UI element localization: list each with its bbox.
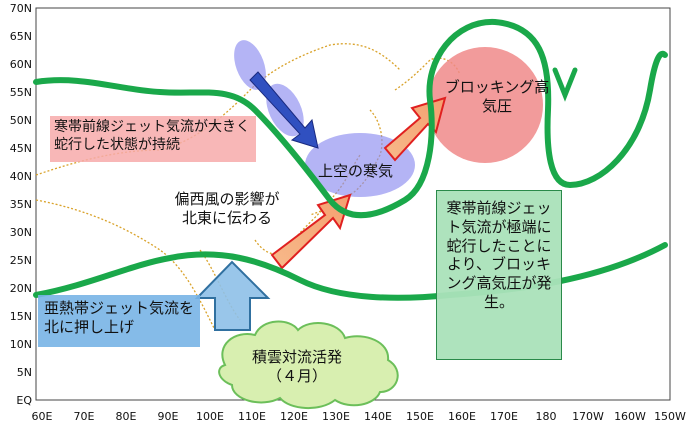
lon-tick: 90E xyxy=(158,410,179,423)
cold-advection-arrow xyxy=(249,71,319,149)
lat-tick: 5N xyxy=(17,366,32,379)
lon-tick: 80E xyxy=(116,410,137,423)
subtropical-jet-label: 亜熱帯ジェット気流を北に押し上げ xyxy=(38,295,200,347)
lat-tick: 55N xyxy=(10,86,32,99)
lon-tick: 110E xyxy=(238,410,266,423)
lon-tick: 170W xyxy=(572,410,604,423)
lon-tick: 160W xyxy=(614,410,646,423)
lat-tick: 15N xyxy=(10,310,32,323)
lon-tick: 60E xyxy=(32,410,53,423)
lat-tick: 45N xyxy=(10,142,32,155)
lon-tick: 160E xyxy=(448,410,476,423)
convection-label: 積雲対流活発（４月） xyxy=(251,348,342,385)
lat-tick: 40N xyxy=(10,170,32,183)
blocking-high-area xyxy=(427,47,543,163)
longitude-axis: 60E 70E 80E 90E 100E 110E 120E 130E 140E… xyxy=(32,410,687,423)
lat-tick: 70N xyxy=(10,2,32,15)
lat-tick: 50N xyxy=(10,114,32,127)
lon-tick: 120E xyxy=(280,410,308,423)
upper-cold-air-label: 上空の寒気 xyxy=(318,162,394,180)
cause-explanation-box: 寒帯前線ジェット気流が極端に蛇行したことにより、ブロッキング高気圧が発生。 xyxy=(436,190,562,360)
latitude-axis: 70N 65N 60N 55N 50N 45N 40N 35N 30N 25N … xyxy=(10,2,33,407)
lat-tick: 35N xyxy=(10,198,32,211)
jet-stream-tail xyxy=(552,67,578,102)
lat-tick: EQ xyxy=(16,394,32,407)
lat-tick: 30N xyxy=(10,226,32,239)
blocking-high-label: ブロッキング高気圧 xyxy=(444,78,550,115)
westerly-influence-label: 偏西風の影響が北東に伝わる xyxy=(174,190,280,227)
lat-tick: 25N xyxy=(10,254,32,267)
lon-tick: 170E xyxy=(490,410,518,423)
lon-tick: 70E xyxy=(74,410,95,423)
lat-tick: 20N xyxy=(10,282,32,295)
polar-jet-stream xyxy=(33,18,668,219)
lon-tick: 130E xyxy=(322,410,350,423)
polar-jet-meander-label: 寒帯前線ジェット気流が大きく蛇行した状態が持続 xyxy=(50,116,256,162)
lon-tick: 150W xyxy=(654,410,686,423)
lon-tick: 150E xyxy=(406,410,434,423)
lon-tick: 100E xyxy=(196,410,224,423)
convection-cloud xyxy=(218,320,399,410)
lat-tick: 60N xyxy=(10,58,32,71)
lat-tick: 65N xyxy=(10,30,32,43)
lon-tick: 140E xyxy=(364,410,392,423)
lon-tick: 180 xyxy=(536,410,557,423)
subtropical-push-arrow xyxy=(194,260,271,331)
lat-tick: 10N xyxy=(10,338,32,351)
